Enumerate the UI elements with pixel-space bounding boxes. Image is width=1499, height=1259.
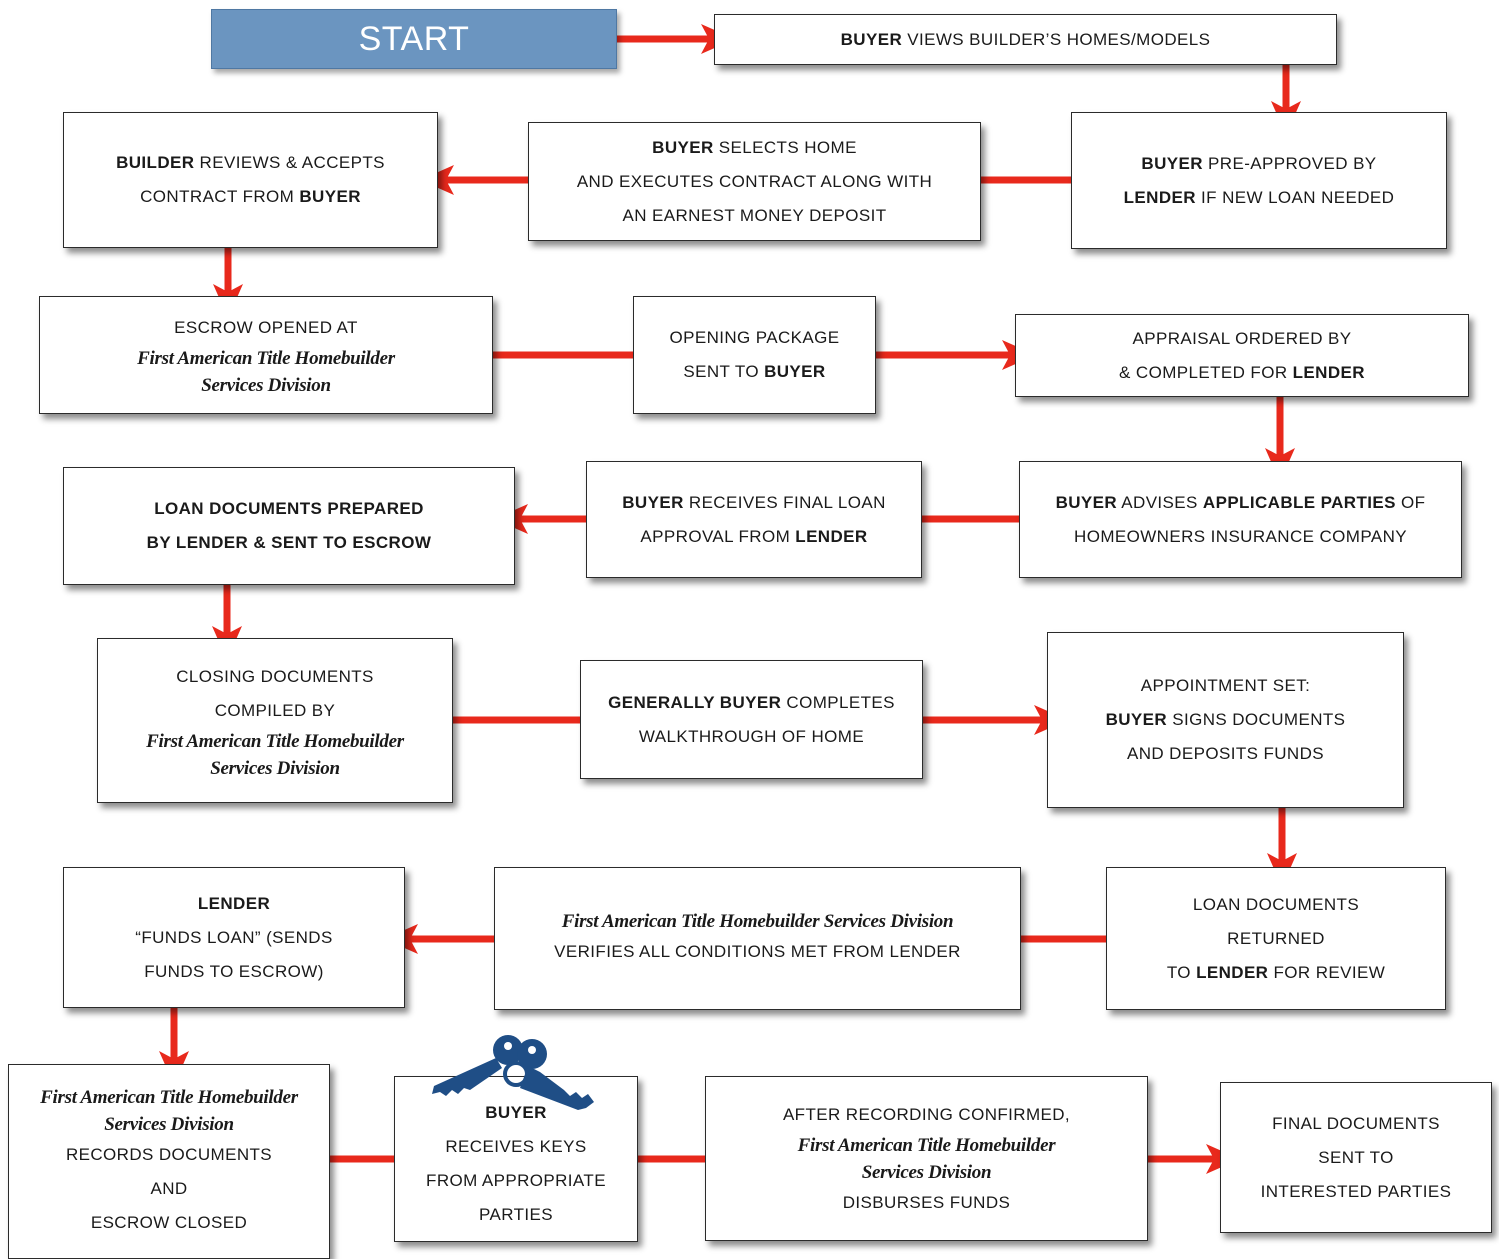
- step-appraisal-ordered: APPRAISAL ORDERED BY & COMPLETED FOR LEND…: [1015, 314, 1469, 397]
- step-lender-funds-loan: LENDER “FUNDS LOAN” (SENDS FUNDS TO ESCROW…: [63, 867, 405, 1008]
- step-text-line: ESCROW CLOSED: [90, 1212, 248, 1232]
- step-text-line: BY LENDER & SENT TO ESCROW: [146, 533, 432, 552]
- step-text-line: “FUNDS LOAN” (SENDS: [135, 927, 333, 947]
- step-text-line: FUNDS TO ESCROW): [144, 961, 324, 981]
- step-text-line: Services Division: [104, 1113, 234, 1135]
- step-text-line: First American Title Homebuilder: [146, 730, 404, 752]
- step-closing-documents-compiled: CLOSING DOCUMENTS COMPILED BY First Americ…: [97, 638, 453, 803]
- step-escrow-opened: ESCROW OPENED AT First American Title Hom…: [39, 296, 493, 414]
- step-text-line: APPRAISAL ORDERED BY: [1132, 328, 1352, 348]
- step-text-line: LOAN DOCUMENTS PREPARED: [154, 499, 424, 518]
- step-text-line: BUYER PRE-APPROVED BY: [1141, 153, 1377, 173]
- step-final-loan-approval: BUYER RECEIVES FINAL LOAN APPROVAL FROM L…: [586, 461, 922, 578]
- step-text-line: BUYER RECEIVES FINAL LOAN: [622, 492, 886, 512]
- step-text-line: BUYER ADVISES APPLICABLE PARTIES OF: [1055, 492, 1426, 512]
- step-loan-documents-prepared: LOAN DOCUMENTS PREPARED BY LENDER & SENT …: [63, 467, 515, 585]
- step-text-line: INTERESTED PARTIES: [1260, 1181, 1452, 1201]
- step-buyer-selects-home: BUYER SELECTS HOME AND EXECUTES CONTRACT …: [528, 122, 981, 241]
- step-text-line: AND: [150, 1178, 188, 1198]
- step-text-line: DISBURSES FUNDS: [842, 1192, 1011, 1212]
- step-text-line: HOMEOWNERS INSURANCE COMPANY: [1074, 526, 1407, 546]
- step-text-line: VERIFIES ALL CONDITIONS MET FROM LENDER: [554, 942, 961, 961]
- step-text-line: RECORDS DOCUMENTS: [65, 1144, 273, 1164]
- step-text-line: CONTRACT FROM BUYER: [140, 187, 361, 206]
- step-disburses-funds: AFTER RECORDING CONFIRMED, First American…: [705, 1076, 1148, 1241]
- step-text-line: AND EXECUTES CONTRACT ALONG WITH: [576, 171, 933, 191]
- step-text-line: BUYER SIGNS DOCUMENTS: [1105, 710, 1346, 729]
- step-text-line: Services Division: [861, 1161, 992, 1183]
- step-text-line: OPENING PACKAGE: [669, 328, 840, 347]
- step-text-line: First American Title Homebuilder: [797, 1134, 1056, 1156]
- step-text-line: APPROVAL FROM LENDER: [640, 526, 868, 546]
- step-text-line: AND DEPOSITS FUNDS: [1126, 744, 1325, 763]
- step-text-line: & COMPLETED FOR LENDER: [1119, 362, 1365, 382]
- step-text-line: BUYER SELECTS HOME: [652, 137, 857, 157]
- step-text-line: PARTIES: [479, 1205, 553, 1224]
- step-text-line: COMPILED BY: [214, 700, 336, 720]
- step-appointment-set: APPOINTMENT SET: BUYER SIGNS DOCUMENTS AND…: [1047, 632, 1404, 808]
- step-buyer-advises-insurance: BUYER ADVISES APPLICABLE PARTIES OF HOMEO…: [1019, 461, 1462, 578]
- step-text-line: LENDER IF NEW LOAN NEEDED: [1123, 187, 1395, 207]
- step-verifies-conditions: First American Title Homebuilder Service…: [494, 867, 1021, 1010]
- step-text-line: First American Title Homebuilder: [137, 348, 395, 369]
- step-text-line: Services Division: [201, 375, 331, 396]
- step-text-line: Services Division: [210, 757, 340, 779]
- step-text-line: WALKTHROUGH OF HOME: [638, 726, 865, 746]
- step-text-line: BUYER: [485, 1103, 547, 1122]
- step-final-documents-sent: FINAL DOCUMENTS SENT TO INTERESTED PARTIES: [1220, 1082, 1492, 1233]
- step-text-line: First American Title Homebuilder Service…: [561, 911, 954, 932]
- step-text-line: FROM APPROPRIATE: [426, 1171, 606, 1190]
- step-text-line: RECEIVES KEYS: [445, 1137, 587, 1156]
- step-text-line: BUILDER REVIEWS & ACCEPTS: [116, 153, 385, 172]
- step-text-line: LOAN DOCUMENTS: [1192, 894, 1360, 914]
- step-text-line: First American Title Homebuilder: [40, 1086, 298, 1108]
- step-text-line: AN EARNEST MONEY DEPOSIT: [622, 205, 887, 225]
- step-text-line: APPOINTMENT SET:: [1140, 676, 1311, 695]
- step-text-line: GENERALLY BUYER COMPLETES: [608, 692, 895, 712]
- step-text-line: CLOSING DOCUMENTS: [176, 666, 374, 686]
- step-text-line: SENT TO BUYER: [683, 362, 826, 381]
- step-buyer-receives-keys: BUYER RECEIVES KEYS FROM APPROPRIATE PARTIE…: [394, 1076, 638, 1242]
- step-text-line: BUYER VIEWS BUILDER’S HOMES/MODELS: [840, 29, 1211, 49]
- step-text-line: RETURNED: [1227, 928, 1325, 948]
- step-text-line: LENDER: [197, 893, 271, 913]
- step-builder-accepts-contract: BUILDER REVIEWS & ACCEPTS CONTRACT FROM B…: [63, 112, 438, 248]
- keys-icon: [432, 1035, 594, 1110]
- step-text-line: ESCROW OPENED AT: [174, 318, 358, 337]
- step-text-line: SENT TO: [1318, 1147, 1394, 1167]
- step-text-line: FINAL DOCUMENTS: [1272, 1113, 1440, 1133]
- step-buyer-pre-approved: BUYER PRE-APPROVED BY LENDER IF NEW LOAN …: [1071, 112, 1447, 249]
- step-text-line: AFTER RECORDING CONFIRMED,: [782, 1104, 1071, 1124]
- step-buyer-walkthrough: GENERALLY BUYER COMPLETES WALKTHROUGH OF …: [580, 660, 923, 779]
- start-label: START: [211, 9, 617, 69]
- step-opening-package-sent: OPENING PACKAGE SENT TO BUYER: [633, 296, 876, 414]
- step-text-line: TO LENDER FOR REVIEW: [1166, 962, 1386, 982]
- step-loan-documents-returned: LOAN DOCUMENTS RETURNED TO LENDER FOR REVI…: [1106, 867, 1446, 1010]
- step-buyer-views-models: BUYER VIEWS BUILDER’S HOMES/MODELS: [714, 14, 1337, 65]
